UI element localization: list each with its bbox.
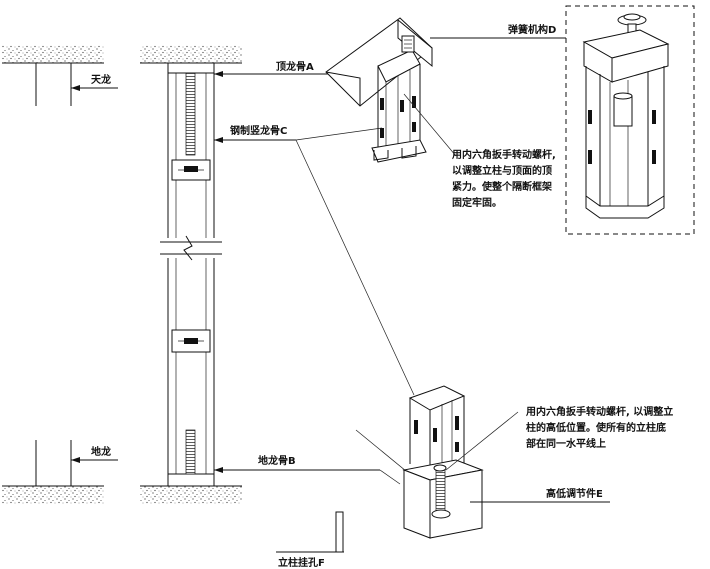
bottom-note-line-1: 用内六角扳手转动螺杆, 以调整立 bbox=[525, 405, 673, 418]
height-adjuster-label: 高低调节件E bbox=[546, 487, 603, 500]
post-hanging-hole-label: 立柱挂孔F bbox=[278, 556, 325, 569]
top-note-line-4: 固定牢固。 bbox=[452, 196, 502, 209]
top-note: 用内六角扳手转动螺杆, 以调整立柱与顶面的顶 紧力。使整个隔断框架 固定牢固。 bbox=[451, 148, 556, 209]
top-note-line-1: 用内六角扳手转动螺杆, bbox=[451, 148, 556, 161]
floor-slab-left bbox=[2, 485, 104, 504]
steel-keel-leader bbox=[214, 127, 415, 396]
steel-keel-label: 钢制竖龙骨C bbox=[230, 124, 287, 137]
floor-keel-detail bbox=[355, 385, 484, 539]
floor-keel-label: 地龙骨B bbox=[258, 454, 296, 467]
ceiling-slab-left bbox=[2, 45, 104, 64]
spring-mechanism-label: 弹簧机构D bbox=[508, 23, 556, 36]
ceiling-track-left bbox=[35, 62, 72, 106]
ceiling-slab-middle bbox=[140, 45, 242, 64]
top-keel-detail bbox=[325, 17, 433, 163]
top-keel-label: 顶龙骨A bbox=[276, 60, 314, 73]
bottom-note-line-2: 柱的高低位置。使所有的立柱底 bbox=[526, 421, 666, 434]
spring-mechanism-detail bbox=[565, 5, 695, 235]
top-note-line-3: 紧力。使整个隔断框架 bbox=[452, 180, 552, 193]
bottom-note: 用内六角扳手转动螺杆, 以调整立 柱的高低位置。使所有的立柱底 部在同一水平线上 bbox=[525, 405, 673, 450]
floor-keel-leader bbox=[214, 467, 380, 473]
top-note-line-2: 以调整立柱与顶面的顶 bbox=[452, 164, 552, 177]
floor-label: 地龙 bbox=[91, 445, 111, 458]
ceiling-leader bbox=[71, 85, 118, 91]
ceiling-label: 天龙 bbox=[91, 73, 111, 86]
floor-track-left bbox=[35, 440, 72, 486]
floor-leader bbox=[71, 457, 118, 463]
vertical-post bbox=[160, 62, 222, 487]
floor-slab-middle bbox=[140, 485, 242, 504]
top-note-leader bbox=[403, 93, 457, 157]
bottom-note-leader bbox=[445, 411, 519, 471]
bottom-note-line-3: 部在同一水平线上 bbox=[526, 437, 606, 450]
post-hanging-hole-part bbox=[335, 511, 344, 553]
